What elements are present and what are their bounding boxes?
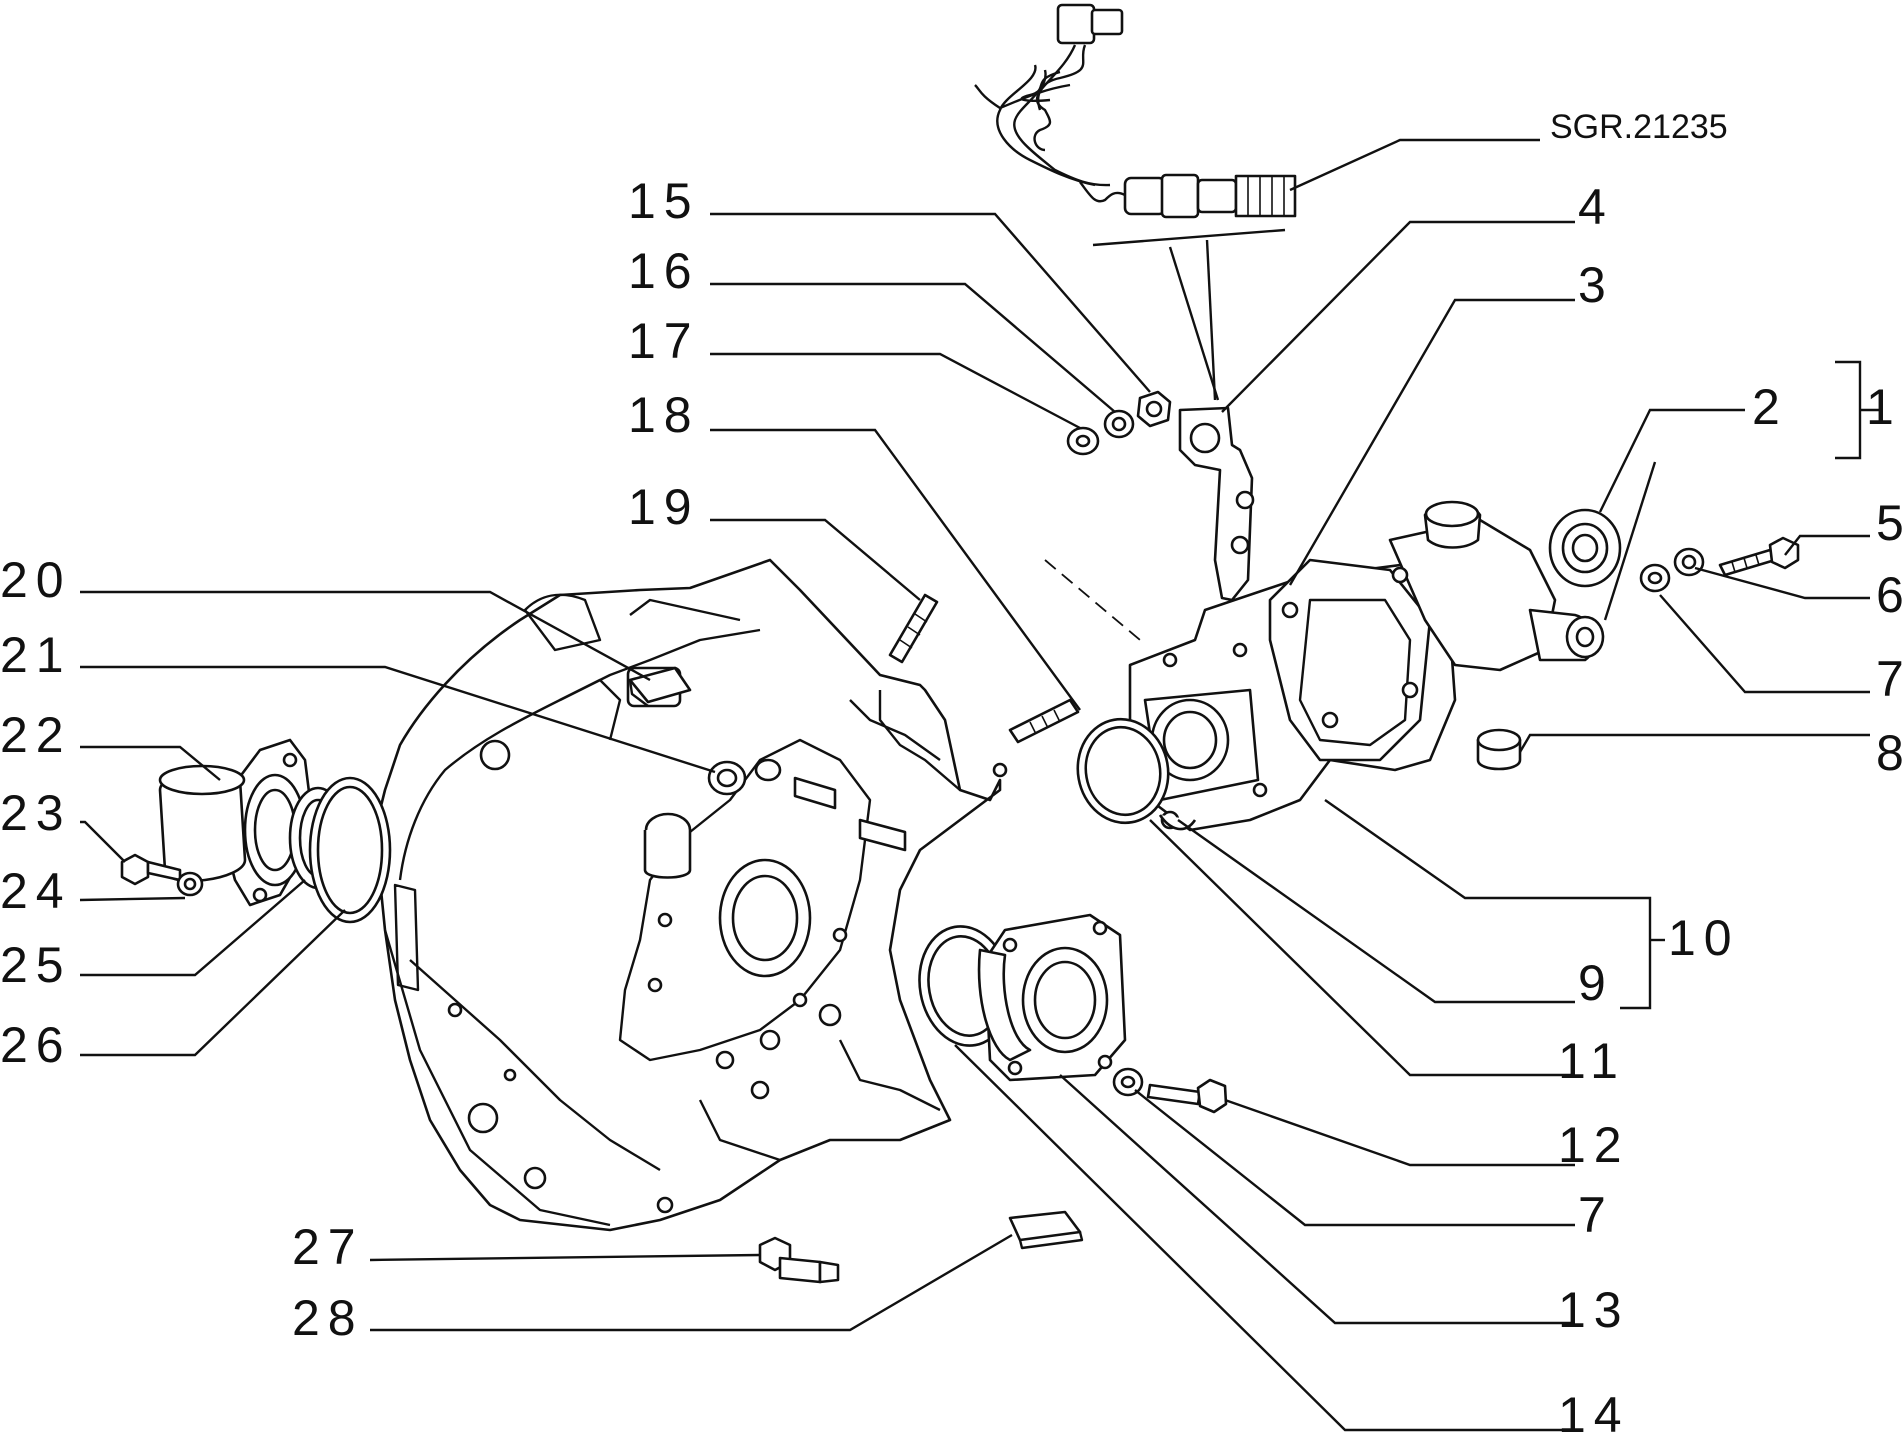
callout-labels: SGR.21235 15 16 17 18 19 20 21 22 23 24 … [0,108,1904,1433]
release-cylinder-assembly [1128,500,1605,832]
cover-22 [158,738,312,907]
lock-washer-16 [1103,409,1135,439]
leader-lines [79,138,1880,1432]
seal-2 [1548,508,1622,588]
callout-10: 10 [1668,910,1740,966]
callout-24: 24 [0,863,72,919]
callout-25: 25 [0,937,72,993]
dowel-pins [754,758,907,852]
callout-9: 9 [1578,955,1614,1011]
callout-19: 19 [628,479,700,535]
washer-7 [1639,563,1671,593]
nut-15 [1136,390,1172,428]
plug-8 [1476,728,1522,771]
callout-13: 13 [1558,1282,1630,1338]
bolt-5 [1718,536,1800,577]
washer-24 [176,871,204,897]
callout-23: 23 [0,785,72,841]
bush-21 [707,760,747,796]
callout-17: 17 [628,313,700,369]
callout-18: 18 [628,387,700,443]
callout-21: 21 [0,627,72,683]
callout-11: 11 [1558,1033,1626,1089]
lock-washer-6 [1673,547,1705,577]
callout-5: 5 [1876,495,1904,551]
callout-4: 4 [1578,179,1614,235]
callout-2: 2 [1752,379,1788,435]
callout-20: 20 [0,552,72,608]
washer-17 [1066,426,1100,456]
callout-15: 15 [628,173,700,229]
stud-18 [1008,698,1080,744]
callout-22: 22 [0,707,72,763]
callout-8: 8 [1876,725,1904,781]
callout-12: 12 [1558,1117,1630,1173]
o-ring-26 [308,776,392,924]
bolt-12 [1146,1078,1228,1114]
callout-6: 6 [1876,567,1904,623]
plate-28 [1008,1210,1084,1250]
callout-26: 26 [0,1017,72,1073]
callout-14: 14 [1558,1387,1630,1433]
callout-27: 27 [292,1219,364,1275]
callout-7-lower: 7 [1578,1187,1614,1243]
gearbox-housing [373,558,1008,1232]
callout-7-upper: 7 [1876,651,1904,707]
callout-3: 3 [1578,257,1614,313]
reference-code: SGR.21235 [1550,108,1728,146]
switch-27 [758,1236,840,1284]
washer-7b [1112,1067,1144,1097]
o-ring-11 [1076,717,1170,825]
callout-1: 1 [1866,379,1902,435]
callout-16: 16 [628,243,700,299]
cover-13 [977,913,1127,1082]
callout-28: 28 [292,1290,364,1346]
speed-sensor-cable [974,3,1297,219]
stud-19 [888,593,939,664]
